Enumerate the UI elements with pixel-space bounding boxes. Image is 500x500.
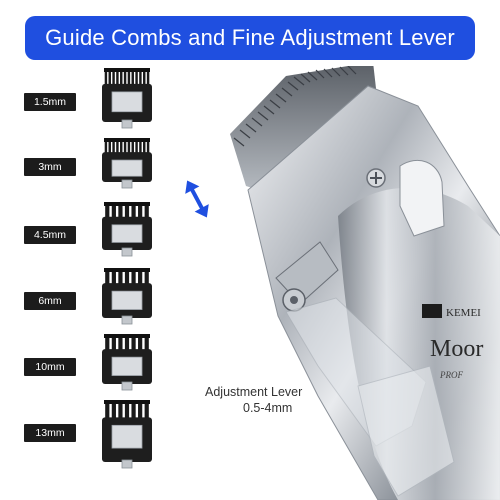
comb-size-label: 4.5mm [24,226,76,244]
comb-size-label: 3mm [24,158,76,176]
brand-sub-text: PROF [439,370,463,380]
comb-size-label: 13mm [24,424,76,442]
hair-clipper-image: KEMEI Moor PROF [230,66,500,500]
guide-comb-3mm-icon [102,138,152,189]
lever-title: Adjustment Lever [205,385,303,399]
guide-comb-6mm-icon [102,268,152,325]
double-arrow-icon [185,180,209,218]
header-banner: Guide Combs and Fine Adjustment Lever [25,16,475,60]
brand-model-text: Moor [430,336,483,362]
comb-size-label: 1.5mm [24,93,76,111]
comb-size-label: 6mm [24,292,76,310]
comb-size-label: 10mm [24,358,76,376]
guide-comb-1-5mm-icon [102,68,152,129]
clipper-blade [230,66,378,196]
guide-comb-13mm-icon [102,400,152,469]
brand-logo-text: KEMEI [446,307,481,319]
guide-comb-10mm-icon [102,334,152,391]
guide-comb-4-5mm-icon [102,202,152,257]
adjustment-lever-annotation: Adjustment Lever 0.5-4mm [205,384,302,416]
banner-title: Guide Combs and Fine Adjustment Lever [45,25,455,50]
lever-range: 0.5-4mm [243,401,293,415]
